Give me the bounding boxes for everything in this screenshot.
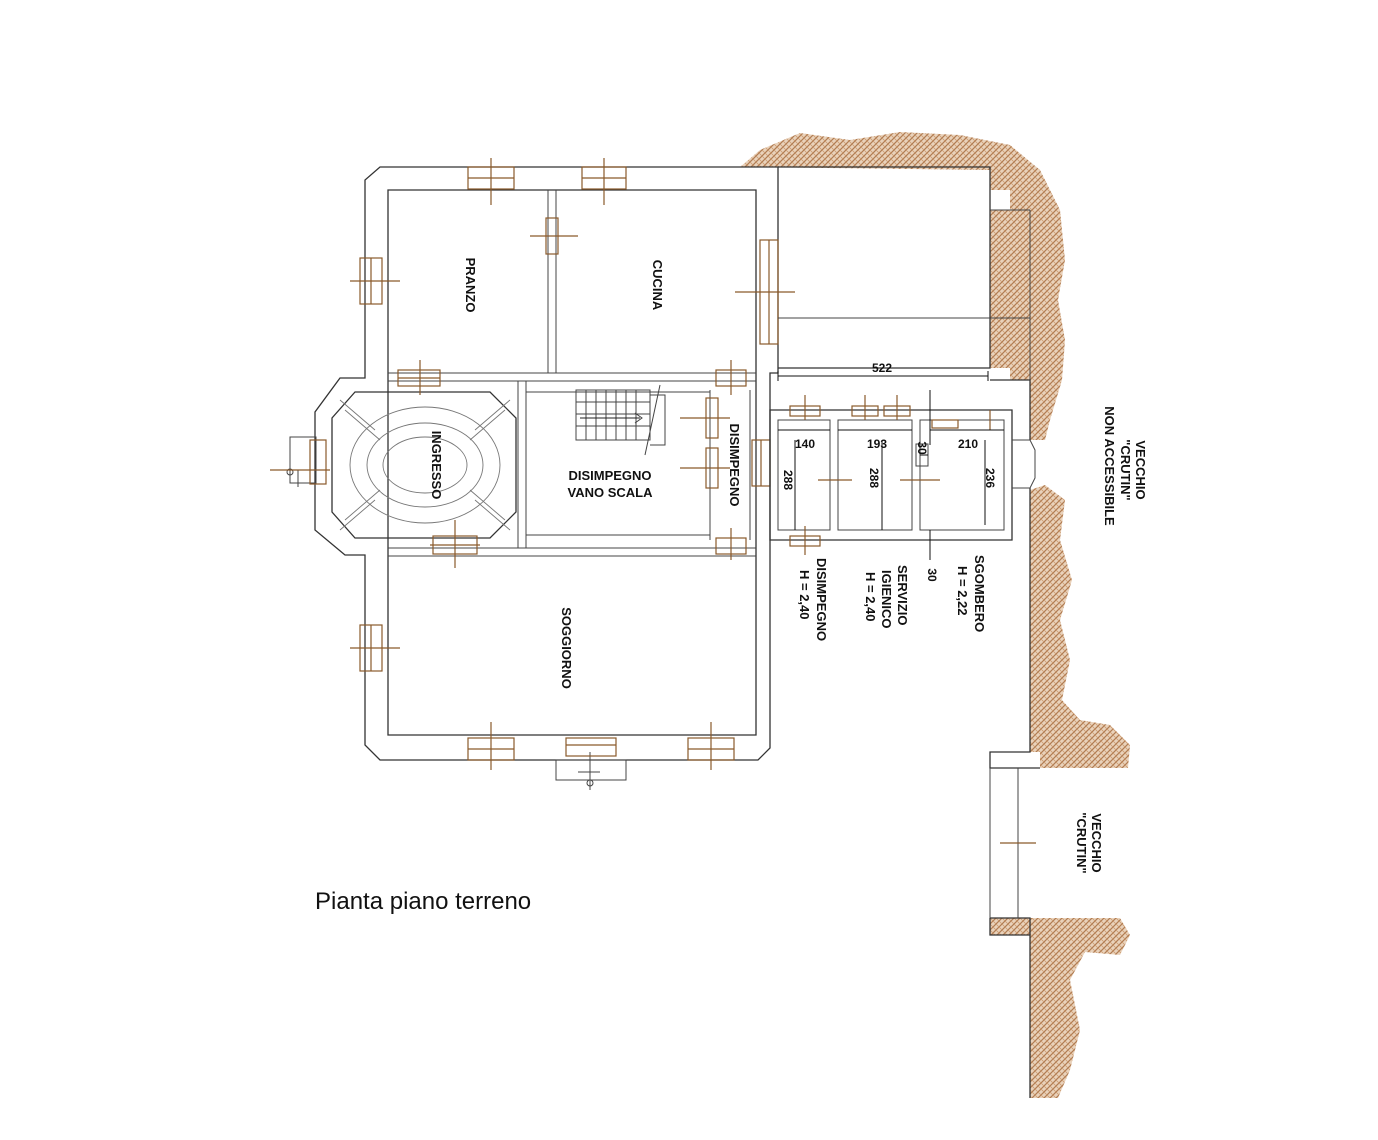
note-crutin-top-1: VECCHIO xyxy=(1133,440,1148,499)
dim-30-top: 30 xyxy=(915,441,929,455)
note-crutin-top-2: "CRUTIN" xyxy=(1118,439,1133,500)
room-label-cucina: CUCINA xyxy=(650,260,665,311)
annex-label-servizio-1: SERVIZIO xyxy=(895,565,910,625)
room-label-disimpegno-scala-2: VANO SCALA xyxy=(568,485,654,500)
terrain-right xyxy=(1030,485,1130,768)
note-crutin-bottom-2: "CRUTIN" xyxy=(1074,812,1089,873)
room-label-disimpegno-scala-1: DISIMPEGNO xyxy=(568,468,651,483)
windows xyxy=(270,158,795,770)
room-label-disimpegno-small: DISIMPEGNO xyxy=(727,423,742,506)
dim-140: 140 xyxy=(795,437,815,451)
room-label-pranzo: PRANZO xyxy=(463,258,478,313)
annex-label-disimpegno: DISIMPEGNO xyxy=(814,558,829,641)
terrain-hatch xyxy=(740,132,1130,1098)
room-label-soggiorno: SOGGIORNO xyxy=(559,607,574,689)
dim-522: 522 xyxy=(872,361,892,375)
dim-288-a: 288 xyxy=(781,470,795,490)
annex-height-servizio: H = 2,40 xyxy=(863,572,878,622)
terrain-top xyxy=(740,132,1065,440)
annex-label-sgombero: SGOMBERO xyxy=(972,555,987,632)
outbuilding xyxy=(778,166,1040,1098)
annex xyxy=(769,395,1036,555)
house-inner-wall xyxy=(387,189,757,736)
dim-210: 210 xyxy=(958,437,978,451)
room-label-ingresso: INGRESSO xyxy=(429,431,444,500)
annex-height-disimpegno: H = 2,40 xyxy=(797,570,812,620)
dim-30-bottom: 30 xyxy=(925,568,939,582)
annex-label-servizio-2: IGIENICO xyxy=(879,570,894,629)
plan-caption: Pianta piano terreno xyxy=(315,888,531,915)
house-walls xyxy=(314,166,779,761)
terrain-bottom xyxy=(990,918,1130,1098)
ingresso-floor-pattern xyxy=(339,399,511,531)
dim-193: 193 xyxy=(867,437,887,451)
annex-height-sgombero: H = 2,22 xyxy=(955,566,970,616)
note-crutin-bottom-1: VECCHIO xyxy=(1089,813,1104,872)
dim-236: 236 xyxy=(983,468,997,488)
ingresso-octagon xyxy=(331,391,517,539)
note-crutin-top-3: NON ACCESSIBILE xyxy=(1102,406,1117,526)
stair xyxy=(575,384,666,456)
house-outer-wall xyxy=(314,166,779,761)
dim-288-b: 288 xyxy=(867,468,881,488)
dimension-lines xyxy=(777,371,1004,560)
